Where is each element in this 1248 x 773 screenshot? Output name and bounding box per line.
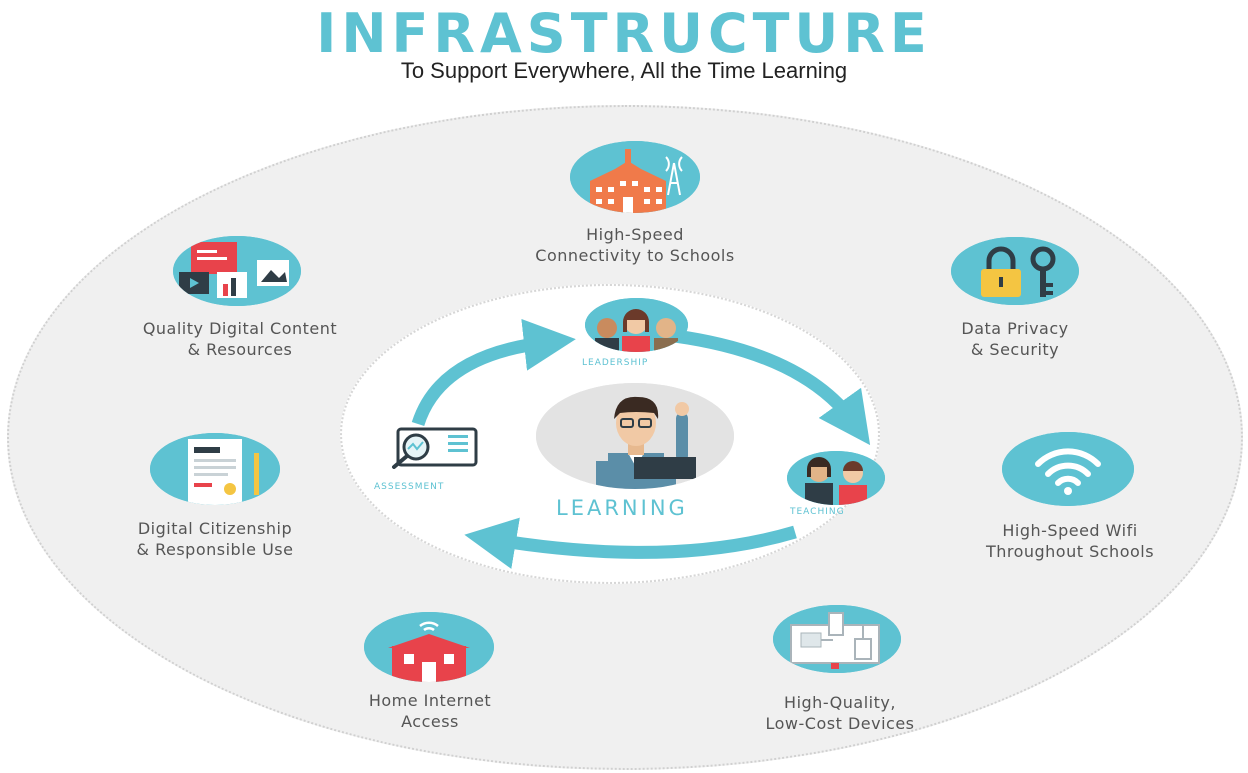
certificate-icon — [150, 433, 280, 505]
media-icon — [173, 236, 301, 306]
home-wifi-icon — [364, 612, 494, 682]
cycle-arrows — [411, 318, 871, 569]
label-connectivity: High-Speed Connectivity to Schools — [535, 225, 735, 265]
label-content: Quality Digital Content & Resources — [142, 319, 338, 359]
label-leadership: LEADERSHIP — [582, 358, 649, 368]
label-wifi: High-Speed Wifi Throughout Schools — [985, 521, 1155, 561]
assessment-icon — [388, 427, 480, 469]
label-devices: High-Quality, Low-Cost Devices — [765, 693, 915, 733]
arrow-leadership-to-teaching — [674, 329, 871, 446]
wifi-icon — [1002, 432, 1134, 506]
teaching-icon — [787, 451, 885, 505]
page-subtitle: To Support Everywhere, All the Time Lear… — [400, 58, 848, 83]
label-assessment: ASSESSMENT — [374, 482, 445, 492]
label-teaching: TEACHING — [790, 507, 845, 517]
arrow-assessment-to-leadership — [411, 318, 576, 427]
devices-icon — [773, 605, 901, 673]
arrow-teaching-to-assessment — [464, 517, 797, 569]
label-citizenship: Digital Citizenship & Responsible Use — [136, 519, 294, 559]
label-home: Home Internet Access — [368, 691, 492, 731]
lock-key-icon — [951, 237, 1079, 305]
center-label: LEARNING — [556, 496, 688, 520]
school-antenna-icon — [570, 141, 700, 213]
student-icon — [536, 383, 734, 489]
page-title: INFRASTRUCTURE — [316, 2, 932, 65]
leadership-icon — [585, 298, 688, 352]
label-privacy: Data Privacy & Security — [961, 319, 1069, 359]
